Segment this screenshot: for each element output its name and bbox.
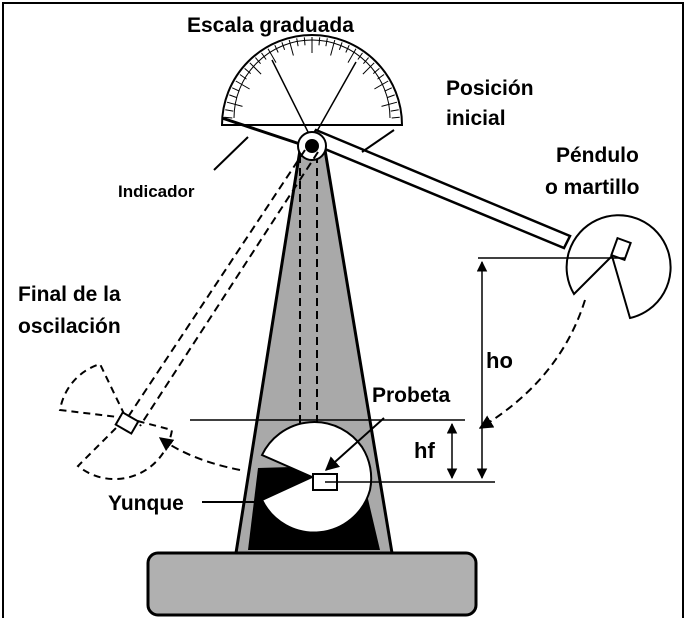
hammer-final	[58, 362, 174, 481]
label-final-1: Final de la	[18, 283, 121, 306]
label-posicion-1: Posición	[446, 77, 534, 100]
scale-tick	[384, 87, 393, 92]
label-escala-graduada: Escala graduada	[187, 14, 354, 37]
scale-tick	[363, 57, 369, 65]
scale-tick	[325, 38, 328, 47]
scale-tick	[239, 74, 247, 80]
scale-tick	[357, 52, 363, 60]
scale-tick	[347, 48, 357, 63]
scale-tick	[374, 80, 389, 90]
scale-tick	[226, 101, 243, 107]
scale-tick	[387, 94, 395, 99]
scale-tick	[390, 109, 399, 112]
scale-tick	[235, 80, 250, 90]
label-pendulo-1: Péndulo	[556, 144, 639, 167]
scale-tick	[288, 39, 294, 56]
scale-tick	[249, 62, 262, 75]
label-indicador: Indicador	[118, 182, 195, 201]
scale-tick	[318, 37, 321, 46]
scale-tick	[255, 57, 261, 65]
scale-tick	[267, 48, 277, 63]
scale-tick	[225, 109, 234, 112]
scale-tick	[377, 74, 385, 80]
scale-tick	[231, 87, 240, 92]
scale-tick	[261, 52, 267, 60]
scale-tick	[296, 38, 299, 47]
scale-tick	[391, 116, 400, 119]
indicator-needle	[221, 116, 313, 150]
scale-tick	[224, 116, 233, 119]
scale-tick	[281, 42, 286, 50]
label-posicion-2: inicial	[446, 107, 506, 130]
scale-tick	[244, 68, 252, 74]
scale-tick	[381, 101, 398, 107]
hammer-initial	[565, 214, 672, 320]
label-probeta: Probeta	[372, 384, 451, 407]
scale-tick	[303, 37, 306, 46]
label-final-2: oscilación	[18, 315, 121, 338]
scale-tick	[229, 94, 237, 99]
scale-tick	[338, 42, 343, 50]
label-hf: hf	[414, 438, 435, 463]
label-ho: ho	[486, 348, 513, 373]
graduated-scale	[220, 34, 404, 141]
scale-tick	[345, 44, 350, 53]
label-pendulo-2: o martillo	[545, 176, 640, 199]
scale-tick	[372, 68, 380, 74]
label-yunque: Yunque	[108, 492, 184, 515]
scale-tick	[362, 62, 375, 75]
machine-base	[146, 551, 478, 617]
pendulum-arm-initial	[306, 128, 572, 250]
scale-tick	[330, 39, 336, 56]
scale-tick	[274, 44, 279, 53]
